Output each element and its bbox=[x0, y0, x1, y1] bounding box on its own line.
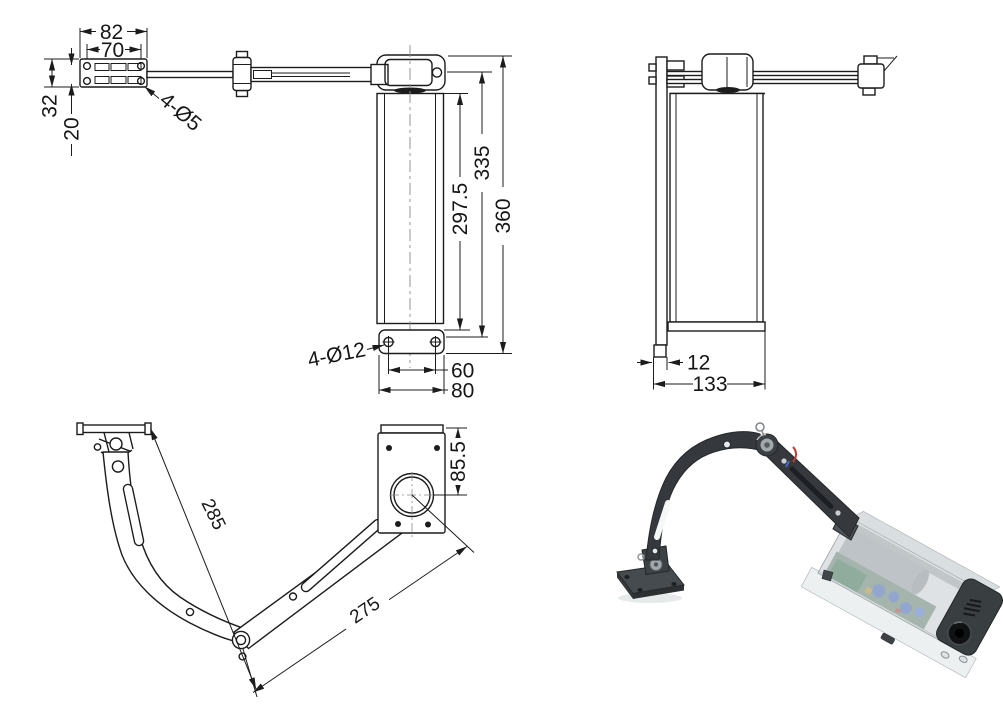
blue-wire bbox=[785, 460, 790, 468]
arm-pivot-plan bbox=[109, 437, 123, 451]
seal-front bbox=[394, 87, 426, 94]
render-3d bbox=[616, 422, 1003, 679]
red-wire bbox=[792, 446, 797, 463]
arm-side bbox=[666, 55, 898, 96]
dim-to-pivot: 335 bbox=[471, 145, 494, 180]
dim-base-width: 80 bbox=[451, 380, 474, 403]
dim-plate-width: 82 bbox=[100, 21, 123, 44]
mounting-plate-front bbox=[79, 58, 148, 88]
base-screw-hole bbox=[940, 651, 950, 659]
base-bracket-side bbox=[667, 321, 766, 332]
elbow-knuckle-front bbox=[232, 56, 252, 92]
plate-hole bbox=[82, 76, 92, 86]
elbow-pin-loop bbox=[755, 422, 765, 432]
label-plate-holes: 4-Ø5 bbox=[155, 88, 206, 136]
cotter-pin bbox=[637, 553, 645, 561]
front-view: 82 70 32 20 4-Ø5 297.5 bbox=[39, 21, 515, 403]
base-screw-hole bbox=[958, 655, 968, 663]
side-view: 12 133 bbox=[637, 53, 898, 396]
dim-hole-span-v: 20 bbox=[61, 117, 84, 140]
forearm-slot bbox=[789, 466, 834, 509]
elbow-knuckle-side bbox=[857, 63, 885, 89]
dim-bracket-offset: 85.5 bbox=[447, 441, 470, 482]
cover-top-face bbox=[849, 511, 1001, 594]
dim-hole-span-h: 70 bbox=[101, 39, 124, 62]
arm-hole bbox=[723, 440, 731, 449]
dim-plate-thickness: 12 bbox=[687, 352, 710, 375]
arm-plan-view: 285 275 85.5 bbox=[76, 422, 475, 698]
dim-cylinder-length: 297.5 bbox=[449, 183, 472, 236]
plate-hole bbox=[82, 61, 92, 71]
dim-upper-arm: 285 bbox=[197, 496, 230, 534]
dimensions-side: 12 133 bbox=[637, 331, 766, 396]
body-3d bbox=[800, 511, 1003, 679]
arm-front bbox=[146, 50, 382, 98]
dim-overall-length: 360 bbox=[492, 198, 515, 233]
base-bracket-front bbox=[378, 329, 445, 355]
cylinder-tube-side bbox=[669, 92, 764, 323]
body-bracket-plan bbox=[377, 424, 446, 540]
dim-plate-height: 32 bbox=[39, 94, 62, 117]
label-base-holes: 4-Ø12 bbox=[306, 338, 368, 372]
upper-arm-3d bbox=[645, 431, 766, 561]
arm-slot bbox=[654, 500, 671, 540]
pivot-hole-front bbox=[431, 67, 443, 78]
arm-3d bbox=[616, 422, 860, 603]
dimensions-front: 82 70 32 20 4-Ø5 297.5 bbox=[39, 21, 515, 403]
seal-side bbox=[716, 87, 740, 93]
speaker-grille bbox=[963, 599, 982, 617]
body-side bbox=[667, 53, 766, 332]
dim-overall-depth: 133 bbox=[692, 373, 727, 396]
cylinder-front bbox=[370, 45, 446, 368]
dimensions-arm: 285 275 85.5 bbox=[150, 427, 475, 698]
dim-base-hole-span: 60 bbox=[451, 360, 474, 383]
cover-clip bbox=[821, 569, 834, 582]
